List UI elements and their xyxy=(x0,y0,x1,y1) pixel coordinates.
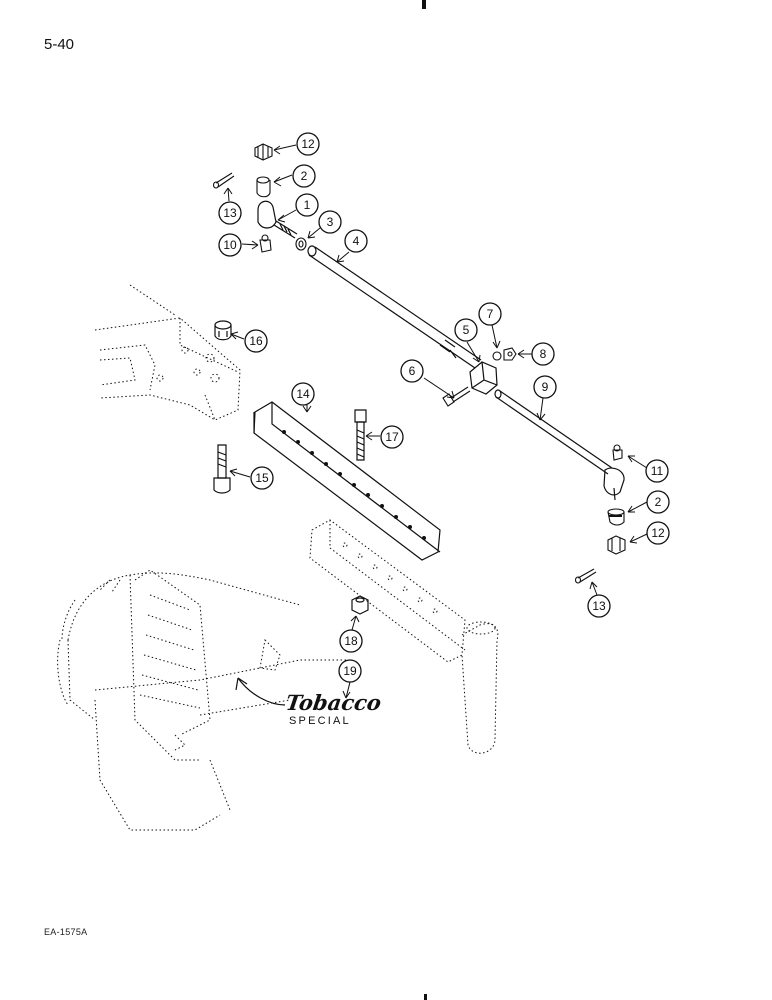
cotter-pin-lower xyxy=(574,568,597,584)
tie-rod-outer xyxy=(494,389,613,475)
callout-number: 16 xyxy=(249,334,263,348)
callout-number: 3 xyxy=(327,215,334,229)
tractor-front-outline xyxy=(57,569,350,831)
callout-number: 9 xyxy=(542,380,549,394)
callout-number: 19 xyxy=(343,664,357,678)
bolt-17 xyxy=(354,409,367,461)
callout-circles xyxy=(218,132,670,683)
nut-16 xyxy=(214,320,232,341)
callout-number: 8 xyxy=(540,347,547,361)
callout-number: 13 xyxy=(592,599,606,613)
callout-number: 10 xyxy=(223,238,237,252)
callout-number: 18 xyxy=(344,634,358,648)
page-number: 5-40 xyxy=(44,36,75,53)
callout-19-leader xyxy=(345,681,351,699)
callout-number: 12 xyxy=(651,526,665,540)
callout-number: 2 xyxy=(301,169,308,183)
cotter-pin-upper xyxy=(212,172,235,189)
page-registration-mark-top xyxy=(422,0,426,9)
tobacco-brand-subtitle: SPECIAL xyxy=(289,715,351,727)
inner-tie-rod-end xyxy=(257,200,298,239)
callout-number: 7 xyxy=(487,307,494,321)
washer-7 xyxy=(492,351,502,361)
clamp-bolt-6 xyxy=(442,386,471,407)
castle-nut-upper xyxy=(254,143,273,161)
callout-number: 11 xyxy=(651,464,664,478)
callout-number: 15 xyxy=(255,471,269,485)
tobacco-special-spindle-outline xyxy=(309,519,499,754)
callout-number: 4 xyxy=(353,234,360,248)
outer-tie-rod-end xyxy=(603,467,625,501)
dust-seal-lower xyxy=(607,508,625,526)
jam-nut-3 xyxy=(295,237,307,251)
callout-number: 1 xyxy=(304,198,311,212)
callout-number: 5 xyxy=(463,323,470,337)
bolt-15 xyxy=(213,444,231,494)
figure-code: EA-1575A xyxy=(44,927,88,937)
grease-fitting-10 xyxy=(259,234,272,253)
nut-18 xyxy=(351,595,369,615)
callout-number: 13 xyxy=(223,206,237,220)
page-registration-mark-bottom xyxy=(424,994,427,1000)
grease-fitting-11 xyxy=(612,444,623,461)
axle-housing-outline xyxy=(94,284,241,421)
tobacco-brand-logo: Tobacco xyxy=(284,690,383,715)
tie-rod-tube xyxy=(307,245,482,369)
callout-number: 12 xyxy=(301,137,315,151)
callout-number: 14 xyxy=(296,387,310,401)
callout-number: 6 xyxy=(409,364,416,378)
callout-number: 17 xyxy=(385,430,399,444)
extension-bar-holes xyxy=(282,430,426,540)
tube-clamp-5 xyxy=(469,361,498,395)
brand-pointer-arrow xyxy=(237,677,286,706)
leader-lines xyxy=(223,144,648,631)
callout-number: 2 xyxy=(655,495,662,509)
dust-seal-upper xyxy=(256,176,271,198)
axle-extension-bar xyxy=(253,401,441,561)
castle-nut-lower xyxy=(607,535,626,555)
nut-8 xyxy=(503,347,517,361)
